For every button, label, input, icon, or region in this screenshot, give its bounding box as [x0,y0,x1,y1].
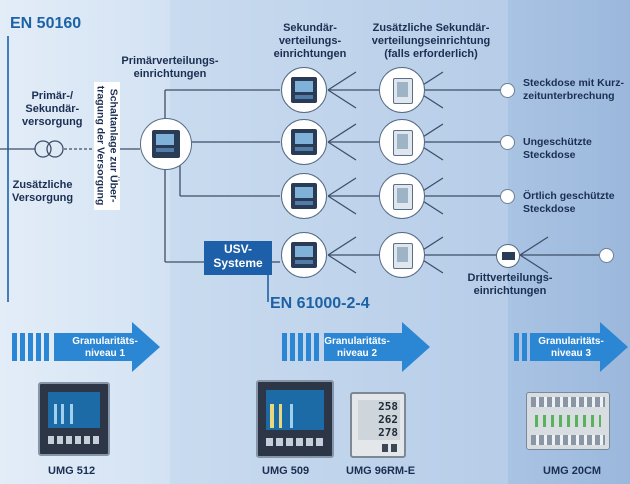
umg509-device-image [256,380,334,458]
switchgear-label: Schaltanlage zur Über- tragung der Verso… [95,85,120,206]
granularity-label-1: Granularitäts- niveau 1 [72,336,138,359]
granularity-arrow-3: Granularitäts- niveau 3 [514,322,630,372]
tertiary-distribution-heading: Drittverteilungs- einrichtungen [467,272,553,298]
additional-meter-4 [379,232,425,278]
device-screen-chart [270,404,316,428]
additional-meter-3 [379,173,425,219]
device-buttons [48,436,100,444]
device-leds [535,415,601,427]
umg96-label: UMG 96RM-E [346,465,416,477]
outlet-circle-3 [500,189,515,204]
secondary-meter-3 [281,173,327,219]
secondary-meter-4 [281,232,327,278]
meter-screen-icon [152,130,180,158]
umg512-label: UMG 512 [48,465,96,477]
additional-secondary-heading: Zusätzliche Sekundär- verteilungseinrich… [371,22,491,61]
granularity-label-3: Granularitäts- niveau 3 [538,336,604,359]
outlet-label-2: Ungeschützte Steckdose [523,136,592,161]
primary-distribution-meter [140,118,192,170]
primary-distribution-heading: Primärverteilungs- einrichtungen [121,55,219,81]
en50160-label: EN 50160 [10,15,82,32]
granularity-arrow-2: Granularitäts- niveau 2 [282,322,430,372]
primary-secondary-supply-label: Primär-/ Sekundär- versorgung [22,90,83,129]
arrow-head-icon [600,322,628,372]
additional-supply-label: Zusätzliche Versorgung [12,179,74,205]
ups-systems-box: USV- Systeme [204,241,272,275]
transformer-symbol [34,140,64,158]
device-terminals-top [531,397,605,407]
outlet-label-3: Örtlich geschützte Steckdose [523,190,615,215]
umg512-device-image [38,382,110,456]
meter-screen-icon [393,184,413,210]
umg509-label: UMG 509 [262,465,310,477]
secondary-distribution-heading: Sekundär- verteilungs- einrichtungen [273,22,347,61]
umg20cm-device-image [526,392,610,450]
meter-screen-icon [291,77,317,103]
additional-meter-2 [379,119,425,165]
outlet-circle-2 [500,135,515,150]
device-display: 258 262 278 [358,400,400,440]
meter-screen-icon [291,129,317,155]
outlet-circle-4 [599,248,614,263]
additional-meter-1 [379,67,425,113]
granularity-arrow-1: Granularitäts- niveau 1 [12,322,160,372]
arrow-head-icon [132,322,160,372]
device-buttons [266,438,324,446]
device-screen-chart [54,404,94,424]
meter-screen-icon [393,130,413,156]
meter-screen-icon [291,183,317,209]
meter-screen-icon [393,78,413,104]
en61000-label: EN 61000-2-4 [270,295,370,312]
granularity-label-2: Granularitäts- niveau 2 [324,336,390,359]
device-buttons [382,444,398,452]
switchgear-box [94,82,120,210]
secondary-meter-1 [281,67,327,113]
tertiary-distribution-meter [496,244,520,268]
meter-screen-icon [291,242,317,268]
device-terminals-bottom [531,435,605,445]
outlet-circle-1 [500,83,515,98]
meter-screen-icon [502,252,515,260]
arrow-head-icon [402,322,430,372]
outlet-label-1: Steckdose mit Kurz- zeitunterbrechung [523,77,624,102]
secondary-meter-2 [281,119,327,165]
meter-screen-icon [393,243,413,269]
umg96-device-image: 258 262 278 [350,392,406,458]
umg20cm-label: UMG 20CM [543,465,602,477]
